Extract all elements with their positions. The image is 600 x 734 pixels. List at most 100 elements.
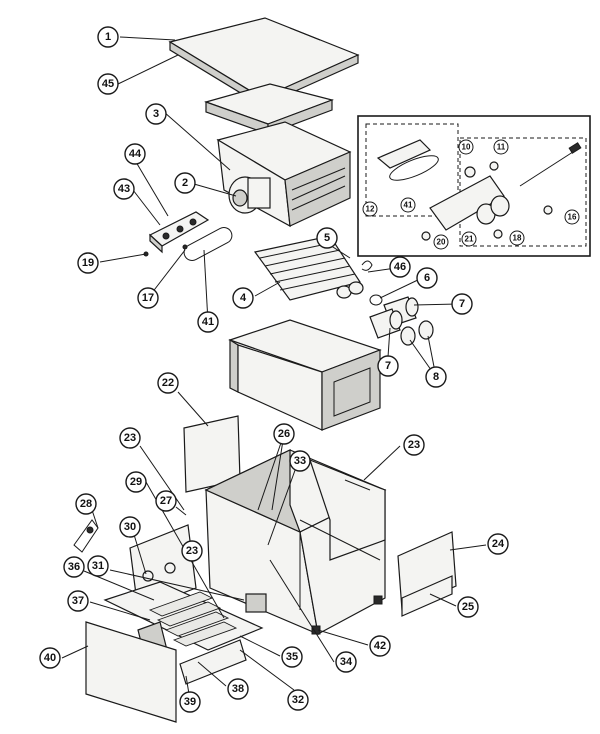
svg-text:33: 33	[294, 455, 306, 467]
callout-29: 29	[125, 471, 147, 493]
inset-callout-10: 10	[458, 139, 474, 155]
callout-37: 37	[67, 590, 89, 612]
callout-31: 31	[87, 555, 109, 577]
callout-32: 32	[287, 689, 309, 711]
svg-text:38: 38	[232, 683, 244, 695]
svg-text:41: 41	[202, 316, 214, 328]
callout-19: 19	[77, 252, 99, 274]
callout-23-left: 23	[119, 427, 141, 449]
callout-43: 43	[113, 178, 135, 200]
callout-45: 45	[97, 73, 119, 95]
svg-text:20: 20	[437, 238, 446, 247]
svg-text:3: 3	[153, 108, 159, 120]
svg-text:22: 22	[162, 377, 174, 389]
svg-text:16: 16	[568, 213, 577, 222]
svg-text:27: 27	[160, 495, 172, 507]
svg-text:26: 26	[278, 428, 290, 440]
svg-text:36: 36	[68, 561, 80, 573]
svg-text:46: 46	[394, 261, 406, 273]
callout-23-bottom: 23	[181, 540, 203, 562]
svg-text:29: 29	[130, 476, 142, 488]
callout-8: 8	[425, 366, 447, 388]
callout-41: 41	[197, 311, 219, 333]
blower-motor-part	[228, 176, 271, 214]
inset-callout-12: 12	[362, 201, 378, 217]
callout-1: 1	[97, 26, 119, 48]
callout-4: 4	[232, 287, 254, 309]
callout-38: 38	[227, 678, 249, 700]
svg-text:35: 35	[286, 651, 298, 663]
callout-25: 25	[457, 596, 479, 618]
callout-40: 40	[39, 647, 61, 669]
callout-6: 6	[416, 267, 438, 289]
svg-text:25: 25	[462, 601, 474, 613]
callout-42: 42	[369, 635, 391, 657]
svg-text:4: 4	[240, 292, 247, 304]
svg-text:12: 12	[366, 205, 375, 214]
main-cabinet-part	[204, 449, 387, 635]
o-ring-gasket-part	[183, 227, 233, 261]
union-fittings-part	[369, 294, 434, 346]
svg-text:21: 21	[465, 235, 474, 244]
inset-callout-16: 16	[564, 209, 580, 225]
callout-46: 46	[389, 256, 411, 278]
svg-text:7: 7	[385, 360, 391, 372]
svg-text:19: 19	[82, 257, 94, 269]
callout-33: 33	[289, 450, 311, 472]
callout-28: 28	[75, 493, 97, 515]
callout-30: 30	[119, 516, 141, 538]
callout-7-right: 7	[451, 293, 473, 315]
igniter-bracket-part	[73, 519, 99, 553]
svg-text:1: 1	[105, 31, 111, 43]
svg-text:28: 28	[80, 498, 92, 510]
callout-34: 34	[335, 651, 357, 673]
side-panel-25-part	[401, 575, 453, 617]
svg-text:31: 31	[92, 560, 104, 572]
inset-callout-18: 18	[509, 230, 525, 246]
svg-text:23: 23	[408, 439, 420, 451]
callout-27: 27	[155, 490, 177, 512]
callout-26: 26	[273, 423, 295, 445]
svg-text:41: 41	[404, 201, 413, 210]
svg-text:42: 42	[374, 640, 386, 652]
flue-collector-part	[228, 319, 382, 431]
callout-5: 5	[316, 227, 338, 249]
svg-text:40: 40	[44, 652, 56, 664]
inlet-outlet-header-part	[148, 211, 210, 254]
heat-exchanger-part	[253, 235, 373, 301]
svg-text:39: 39	[184, 696, 196, 708]
inset-callout-11: 11	[493, 139, 509, 155]
svg-text:2: 2	[182, 177, 188, 189]
washer-17-part	[182, 244, 188, 250]
svg-text:8: 8	[433, 371, 439, 383]
callout-23-right: 23	[403, 434, 425, 456]
callout-35: 35	[281, 646, 303, 668]
callout-3: 3	[145, 103, 167, 125]
svg-text:23: 23	[124, 432, 136, 444]
svg-text:17: 17	[142, 292, 154, 304]
svg-text:44: 44	[129, 148, 142, 160]
leader-lines	[61, 36, 487, 701]
svg-text:11: 11	[497, 143, 506, 152]
svg-text:23: 23	[186, 545, 198, 557]
inset-callout-41: 41	[400, 197, 416, 213]
inset-callout-21: 21	[461, 231, 477, 247]
callout-7-lower: 7	[377, 355, 399, 377]
svg-text:37: 37	[72, 595, 84, 607]
svg-text:6: 6	[424, 272, 430, 284]
callout-44: 44	[124, 143, 146, 165]
callout-24: 24	[487, 533, 509, 555]
callout-22: 22	[157, 372, 179, 394]
svg-text:10: 10	[462, 143, 471, 152]
svg-text:32: 32	[292, 694, 304, 706]
svg-text:24: 24	[492, 538, 505, 550]
front-panel-part	[85, 621, 177, 723]
callout-2: 2	[174, 172, 196, 194]
inset-detail-box	[357, 115, 591, 257]
inset-callout-20: 20	[433, 234, 449, 250]
svg-text:5: 5	[324, 232, 330, 244]
callout-39: 39	[179, 691, 201, 713]
svg-text:18: 18	[513, 234, 522, 243]
svg-text:34: 34	[340, 656, 353, 668]
